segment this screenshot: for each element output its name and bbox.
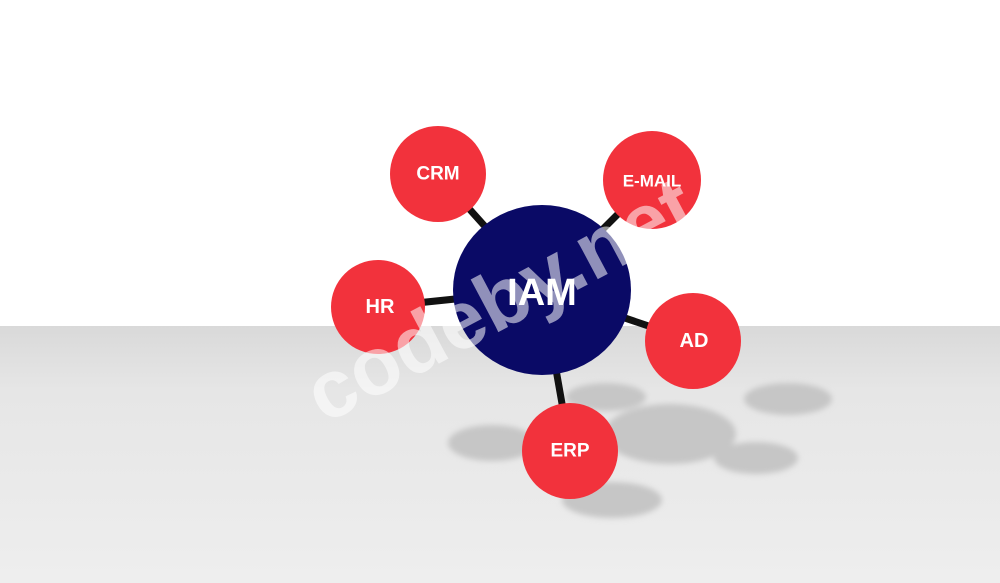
satellite-circle-email xyxy=(603,131,701,229)
center-circle xyxy=(453,205,631,375)
center-node-iam: IAM xyxy=(453,205,631,375)
satellite-circle-erp xyxy=(522,403,618,499)
satellite-circle-ad xyxy=(645,293,741,389)
center-label: IAM xyxy=(507,272,577,314)
satellite-circle-hr xyxy=(331,260,425,354)
satellite-shadow-email xyxy=(714,442,798,474)
satellite-label-ad: AD xyxy=(680,330,709,352)
satellite-label-email: E-MAIL xyxy=(623,172,682,191)
satellite-label-crm: CRM xyxy=(416,164,459,185)
satellite-shadow-ad xyxy=(566,383,646,411)
satellite-node-hr: HR xyxy=(331,260,425,354)
satellite-label-erp: ERP xyxy=(550,441,589,462)
center-node-shadow xyxy=(604,404,736,464)
satellite-label-hr: HR xyxy=(366,296,395,318)
satellite-shadow-crm xyxy=(744,383,832,415)
satellite-node-erp: ERP xyxy=(522,403,618,499)
floor-shadows xyxy=(448,383,832,518)
satellite-circle-crm xyxy=(390,126,486,222)
satellite-node-email: E-MAIL xyxy=(603,131,701,229)
satellite-node-ad: AD xyxy=(645,293,741,389)
satellite-shadow-hr xyxy=(448,425,536,461)
satellite-node-crm: CRM xyxy=(390,126,486,222)
